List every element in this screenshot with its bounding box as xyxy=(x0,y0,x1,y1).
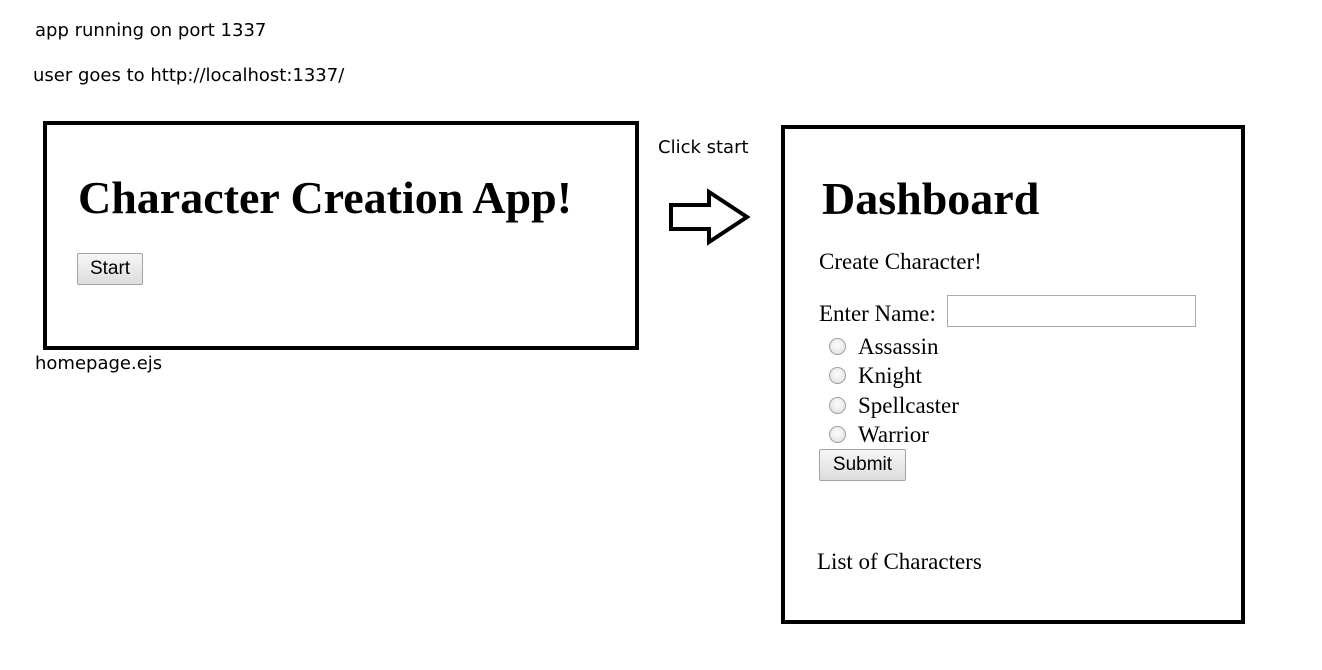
class-option[interactable]: Assassin xyxy=(829,333,939,359)
radio-button[interactable] xyxy=(829,366,846,384)
right-arrow-icon xyxy=(669,188,751,246)
dashboard-title: Dashboard xyxy=(822,173,1040,224)
click-start-note: Click start xyxy=(658,137,749,158)
class-option-label: Knight xyxy=(858,362,922,388)
class-option[interactable]: Spellcaster xyxy=(829,392,959,418)
radio-button[interactable] xyxy=(829,337,846,355)
name-input[interactable] xyxy=(947,295,1196,327)
enter-name-label: Enter Name: xyxy=(819,301,936,326)
homepage-panel: Character Creation App! Start xyxy=(43,121,639,350)
create-character-label: Create Character! xyxy=(819,249,982,274)
user-goes-note: user goes to http://localhost:1337/ xyxy=(33,65,345,86)
class-option-label: Warrior xyxy=(858,421,929,447)
submit-button[interactable]: Submit xyxy=(819,449,906,481)
app-running-note: app running on port 1337 xyxy=(35,20,267,41)
class-option[interactable]: Knight xyxy=(829,362,922,388)
dashboard-panel: Dashboard Create Character! Enter Name: … xyxy=(781,125,1245,624)
start-button[interactable]: Start xyxy=(77,253,143,285)
homepage-title: Character Creation App! xyxy=(78,172,573,223)
radio-button[interactable] xyxy=(829,396,846,414)
class-option[interactable]: Warrior xyxy=(829,421,929,447)
radio-button[interactable] xyxy=(829,425,846,443)
class-option-label: Assassin xyxy=(858,333,939,359)
list-of-characters-label: List of Characters xyxy=(817,549,982,574)
homepage-file-label: homepage.ejs xyxy=(35,353,163,374)
class-option-label: Spellcaster xyxy=(858,392,959,418)
